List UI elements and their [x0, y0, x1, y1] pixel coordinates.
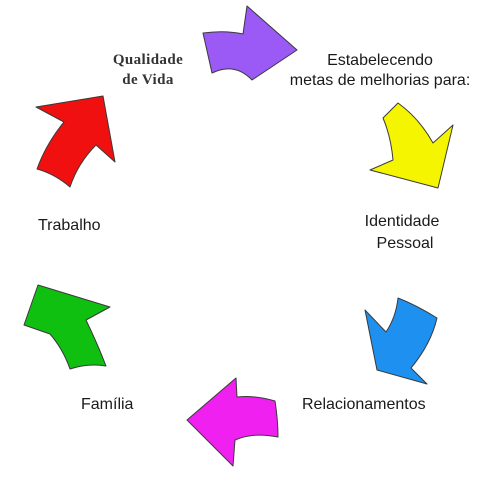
- arrow-red: [35, 95, 116, 188]
- label-qualidade-de-vida: Qualidade de Vida: [98, 50, 198, 90]
- label-relacionamentos: Relacionamentos: [302, 396, 426, 413]
- label-estabelecendo-line1: Estabelecendo: [327, 52, 433, 69]
- label-estabelecendo-line2: metas de melhorias para:: [289, 72, 471, 89]
- arrow-purple: [202, 5, 298, 81]
- arrow-magenta: [186, 377, 279, 467]
- label-identidade-line2: Pessoal: [376, 235, 434, 252]
- label-identidade-line1: Identidade: [364, 213, 440, 230]
- label-trabalho: Trabalho: [38, 217, 101, 234]
- label-identidade-pessoal: Identidade Pessoal: [352, 211, 452, 255]
- label-qualidade-line1: Qualidade: [112, 52, 184, 68]
- label-familia: Família: [81, 396, 134, 413]
- arrow-yellow: [369, 102, 454, 189]
- label-qualidade-line2: de Vida: [122, 72, 174, 88]
- label-estabelecendo: Estabelecendo metas de melhorias para:: [280, 51, 480, 91]
- arrow-green: [23, 284, 111, 370]
- arrow-blue: [364, 297, 438, 385]
